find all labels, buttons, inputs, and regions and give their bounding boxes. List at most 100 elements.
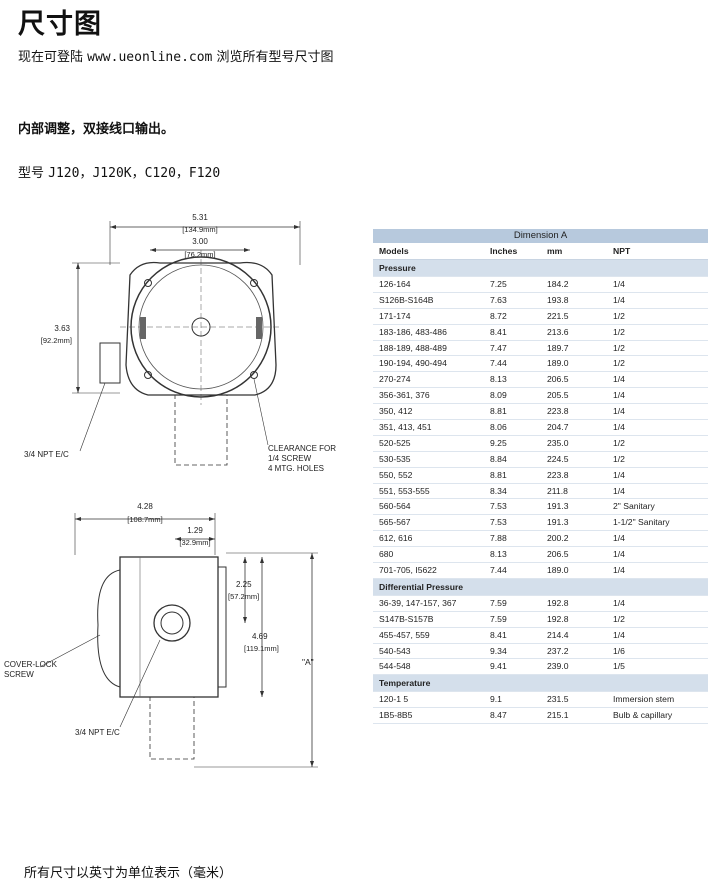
- cell-model: 190-194, 490-494: [379, 358, 447, 369]
- cell-model: 270-274: [379, 374, 411, 385]
- cell-npt: 1/4: [613, 422, 625, 433]
- col-header-mm: mm: [547, 246, 563, 256]
- cell-mm: 215.1: [547, 710, 569, 721]
- side-view-drawing: 4.28 [108.7mm] 1.29 [32.9mm] 2.25 [57.2m…: [4, 502, 318, 768]
- table-section-header: Temperature: [373, 675, 708, 693]
- cell-npt: 1/4: [613, 565, 625, 576]
- table-row: 680 8.13 206.5 1/4: [373, 547, 708, 564]
- cell-npt: 1/4: [613, 597, 625, 608]
- cell-inches: 8.41: [490, 629, 507, 640]
- cell-npt: 1/2: [613, 453, 625, 464]
- website-link[interactable]: www.ueonline.com: [87, 50, 213, 65]
- cell-mm: 223.8: [547, 469, 569, 480]
- section-name: Temperature: [379, 678, 431, 689]
- cell-model: 126-164: [379, 279, 411, 289]
- page-title: 尺寸图: [18, 9, 102, 40]
- cell-npt: 1/4: [613, 390, 625, 401]
- clearance-line-3: 4 MTG. HOLES: [268, 464, 324, 473]
- cell-npt: 1/4: [613, 294, 625, 305]
- table-row: 126-164 7.25 184.2 1/4: [373, 277, 708, 293]
- cell-npt: 1/4: [613, 629, 625, 640]
- models-label: 型号: [18, 166, 45, 181]
- cell-inches: 7.53: [490, 517, 507, 528]
- section-name: Differential Pressure: [379, 581, 464, 592]
- cell-npt: Bulb & capillary: [613, 710, 673, 721]
- table-section-header: Pressure: [373, 260, 708, 277]
- table-section-header: Differential Pressure: [373, 578, 708, 596]
- cell-model: 612, 616: [379, 533, 413, 544]
- cell-inches: 8.13: [490, 549, 507, 560]
- cell-model: 551, 553-555: [379, 485, 430, 496]
- cell-inches: 7.59: [490, 597, 507, 608]
- table-row: 550, 552 8.81 223.8 1/4: [373, 468, 708, 484]
- bottom-width-dim: 4.28: [137, 502, 153, 511]
- bottom-npt-label: 3/4 NPT E/C: [75, 728, 120, 737]
- bottom-offset-dim: 1.29: [187, 526, 203, 535]
- cell-model: 356-361, 376: [379, 390, 430, 401]
- cell-model: 550, 552: [379, 469, 413, 480]
- cell-inches: 7.25: [490, 279, 507, 289]
- cell-model: 701-705, I5622: [379, 565, 437, 576]
- cell-npt: 1/4: [613, 469, 625, 480]
- cell-inches: 8.41: [490, 326, 507, 337]
- cell-mm: 206.5: [547, 549, 569, 560]
- cell-model: 350, 412: [379, 406, 413, 417]
- cell-mm: 221.5: [547, 310, 569, 321]
- bottom-width-dim-mm: [108.7mm]: [127, 515, 162, 524]
- table-title: Dimension A: [373, 229, 708, 243]
- cell-npt: 2" Sanitary: [613, 501, 655, 512]
- cell-npt: 1/4: [613, 279, 625, 289]
- cell-npt: 1/4: [613, 485, 625, 496]
- footer-note: 所有尺寸以英寸为单位表示（毫米）: [24, 866, 233, 881]
- cell-mm: 200.2: [547, 533, 569, 544]
- cell-npt: 1/2: [613, 358, 625, 369]
- cell-npt: 1/5: [613, 661, 625, 672]
- cell-npt: 1/6: [613, 645, 625, 656]
- cell-model: S126B-S164B: [379, 294, 434, 305]
- cell-mm: 214.4: [547, 629, 569, 640]
- cell-model: S147B-S157B: [379, 613, 434, 624]
- cell-npt: 1/2: [613, 613, 625, 624]
- cell-npt: 1/2: [613, 310, 625, 321]
- cell-inches: 9.41: [490, 661, 507, 672]
- cell-model: 530-535: [379, 453, 411, 464]
- cell-inches: 9.34: [490, 645, 507, 656]
- top-height-dim: 3.63: [54, 324, 70, 333]
- cell-inches: 7.53: [490, 501, 507, 512]
- cell-model: 520-525: [379, 437, 411, 448]
- cell-model: 1B5-8B5: [379, 710, 413, 721]
- cell-mm: 211.8: [547, 485, 568, 496]
- cell-npt: 1/4: [613, 549, 625, 560]
- cell-mm: 184.2: [547, 279, 569, 289]
- cell-inches: 8.81: [490, 469, 507, 480]
- cell-mm: 239.0: [547, 661, 569, 672]
- cell-mm: 189.0: [547, 358, 569, 369]
- cell-model: 171-174: [379, 310, 411, 321]
- cell-model: 680: [379, 549, 394, 560]
- col-header-inches: Inches: [490, 246, 518, 256]
- cell-inches: 8.13: [490, 374, 507, 385]
- cell-inches: 7.88: [490, 533, 507, 544]
- model-line: 型号 J120，J120K，C120，F120: [18, 162, 220, 181]
- cell-npt: 1/2: [613, 342, 625, 353]
- cell-model: 183-186, 483-486: [379, 326, 447, 337]
- cell-mm: 204.7: [547, 422, 569, 433]
- cell-inches: 9.25: [490, 437, 507, 448]
- cell-model: 120-1 5: [379, 694, 409, 705]
- bottom-offset-dim-mm: [32.9mm]: [179, 538, 210, 547]
- clearance-line-2: 1/4 SCREW: [268, 454, 312, 463]
- top-width-dim-mm: [134.9mm]: [182, 225, 217, 234]
- cell-npt: 1/4: [613, 374, 625, 385]
- cell-mm: 205.5: [547, 390, 569, 401]
- top-width-dim: 5.31: [192, 213, 208, 222]
- cell-inches: 7.63: [490, 294, 507, 305]
- cell-model: 351, 413, 451: [379, 422, 432, 433]
